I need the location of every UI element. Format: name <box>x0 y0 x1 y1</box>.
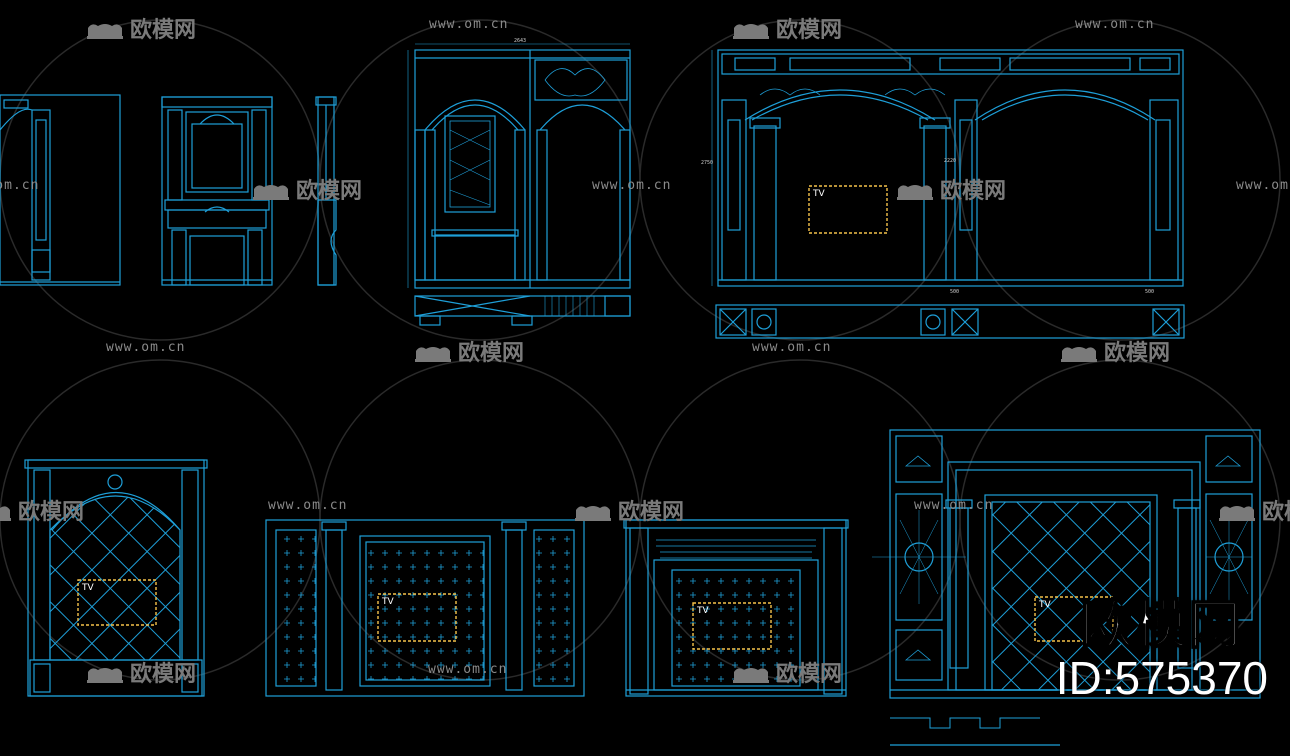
elevation-left-partial <box>0 94 121 286</box>
watermark-logo-text: 欧模网 <box>776 18 843 43</box>
watermark-logo-text: 欧模网 <box>940 179 1007 204</box>
watermark-url: www.om.cn <box>0 178 40 193</box>
sofa-icon <box>1219 506 1255 521</box>
sofa-icon <box>575 506 611 521</box>
brand-block: 欧模网 ID:575370 <box>1055 596 1268 704</box>
watermark-logo: 欧模网 <box>250 173 362 205</box>
elevation-arch-screen <box>407 43 631 326</box>
tv-box <box>808 185 888 234</box>
tv-box <box>692 602 772 650</box>
sofa-icon <box>0 506 11 521</box>
sofa-icon <box>253 185 289 200</box>
sofa-icon <box>733 24 769 39</box>
watermark-logo: 欧模网 <box>84 656 196 688</box>
dimension-label: 2220 <box>944 158 957 164</box>
tv-box <box>77 579 157 626</box>
watermark-logo: 欧模网 <box>1216 494 1290 526</box>
watermark-logo: 欧模网 <box>894 173 1006 205</box>
elevation-double-arch-tv <box>711 49 1185 339</box>
watermark-url: www.om.cn <box>428 662 508 677</box>
dimension-label: 500 <box>1145 289 1155 295</box>
watermark-logo-text: 欧模网 <box>776 662 843 687</box>
watermark-logo-text: 欧模网 <box>618 500 685 525</box>
sofa-icon <box>415 347 451 362</box>
watermark-logo: 欧模网 <box>572 494 684 526</box>
dimension-label: 2643 <box>514 38 527 44</box>
watermark-logo-text: 欧模网 <box>1262 500 1290 525</box>
tv-label: TV <box>813 189 825 199</box>
watermark-logo: 欧模网 <box>0 494 84 526</box>
brand-id: ID:575370 <box>1055 652 1268 704</box>
watermark-url: www.om.cn <box>429 17 509 32</box>
tv-label: TV <box>1039 600 1051 610</box>
elevation-arch-diamond-tv <box>24 459 208 697</box>
sofa-icon <box>87 24 123 39</box>
watermark-url: www.om.cn <box>914 498 994 513</box>
side-profile <box>315 96 337 286</box>
watermark-url: www.om.cn <box>752 340 832 355</box>
watermark-url: www.om.cn <box>1075 17 1155 32</box>
watermark-url: www.om.cn <box>592 178 672 193</box>
tv-label: TV <box>382 597 394 607</box>
watermark-url: www.om.cn <box>106 340 186 355</box>
watermark-url: www.om.cn <box>268 498 348 513</box>
watermark-logo: 欧模网 <box>1058 335 1170 367</box>
tv-box <box>377 593 457 642</box>
elevation-sunburst-diamond-tv <box>872 429 1261 746</box>
tv-box <box>1034 596 1114 642</box>
watermark-logo: 欧模网 <box>412 335 524 367</box>
tv-label: TV <box>697 606 709 616</box>
dimension-label: 500 <box>950 289 960 295</box>
tv-label: TV <box>82 583 94 593</box>
watermark-logo: 欧模网 <box>84 12 196 44</box>
elevation-fireplace-mirror <box>161 96 273 286</box>
watermark-logo-text: 欧模网 <box>458 341 525 366</box>
watermark-logo-text: 欧模网 <box>296 179 363 204</box>
brand-name: 欧模网 <box>1080 596 1243 656</box>
watermark-logo: 欧模网 <box>730 12 842 44</box>
dimension-label: 2750 <box>701 160 714 166</box>
watermark-logo-text: 欧模网 <box>130 662 197 687</box>
sofa-icon <box>1061 347 1097 362</box>
sofa-icon <box>897 185 933 200</box>
watermark-logo-text: 欧模网 <box>1104 341 1171 366</box>
watermark-logo-text: 欧模网 <box>18 500 85 525</box>
sofa-icon <box>87 668 123 683</box>
elevation-tufted-panel-tv <box>265 519 585 697</box>
sofa-icon <box>733 668 769 683</box>
watermark-logo: 欧模网 <box>730 656 842 688</box>
watermark-url: www.om.cn <box>1236 178 1290 193</box>
watermark-logo-text: 欧模网 <box>130 18 197 43</box>
